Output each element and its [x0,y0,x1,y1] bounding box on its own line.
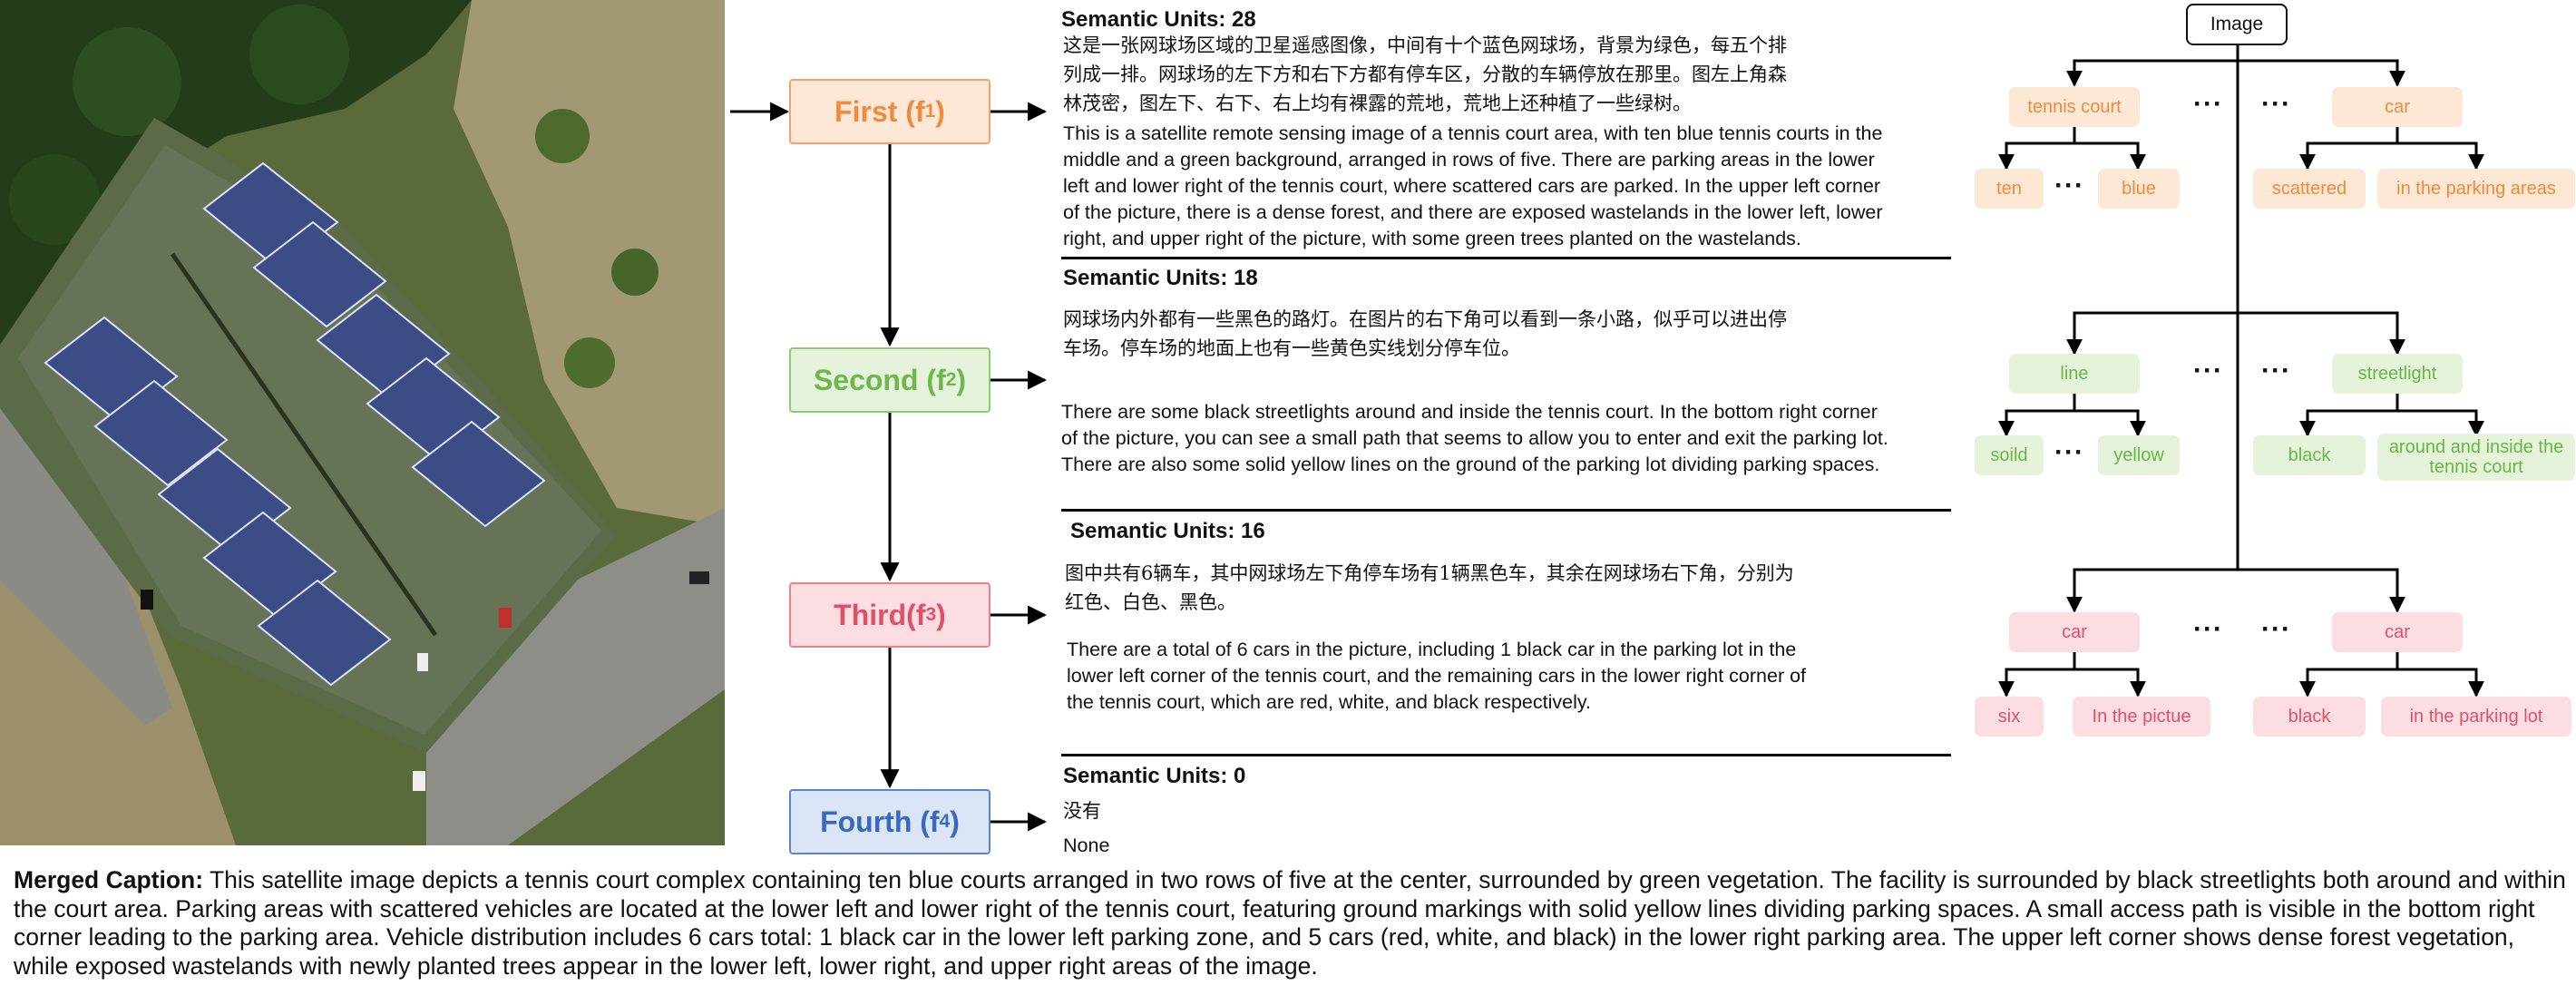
tree-leaf-red-rr: in the parking lot [2381,697,2571,737]
tree-node-red-right: car [2332,612,2463,652]
tennis-court-aerial-illustration [0,0,725,845]
caption-en-2-line: of the picture, you can see a small path… [1061,427,1888,449]
tree-leaf-orange-ll: ten [1975,169,2044,209]
ellipsis: ··· [2054,171,2084,200]
caption-zh-1: 这是一张网球场区域的卫星遥感图像，中间有十个蓝色网球场，背景为绿色，每五个排 列… [1063,31,1787,118]
stage-third-close: ) [936,598,946,631]
caption-en-1-line: left and lower right of the tennis court… [1063,175,1881,197]
caption-zh-3-line: 图中共有6辆车，其中网球场左下角停车场有1辆黑色车，其余在网球场右下角，分别为 [1065,562,1794,584]
tree-leaf-red-rl: black [2253,697,2366,737]
stage-second-label: Second (f [813,363,946,396]
block-divider [1061,509,1951,512]
tree-leaf-green-lr: yellow [2098,435,2180,475]
block-divider [1061,754,1951,756]
merged-caption-label: Merged Caption: [14,866,204,893]
caption-en-3-line: There are a total of 6 cars in the pictu… [1067,639,1797,660]
caption-en-2-line: There are also some solid yellow lines o… [1061,454,1880,475]
caption-en-4: None [1063,834,1110,856]
caption-en-1: This is a satellite remote sensing image… [1063,121,1883,252]
tree-node-orange-left: tennis court [2009,87,2140,127]
tree-root-node: Image [2186,4,2288,45]
tree-leaf-orange-rl: scattered [2253,169,2366,209]
semantic-units-header-1: Semantic Units: 28 [1061,7,1256,32]
semantic-units-header-3: Semantic Units: 16 [1070,519,1265,543]
stage-fourth-sup: 4 [939,811,951,832]
stage-first-sup: 1 [924,101,936,122]
caption-en-2-line: There are some black streetlights around… [1061,401,1878,423]
caption-zh-2-line: 车场。停车场的地面上也有一些黄色实线划分停车位。 [1063,337,1520,359]
tree-node-orange-right: car [2332,87,2463,127]
ellipsis: ··· [2261,356,2291,385]
caption-en-1-line: This is a satellite remote sensing image… [1063,122,1883,144]
ellipsis: ··· [2193,89,2223,119]
caption-en-3-line: lower left corner of the tennis court, a… [1067,665,1807,687]
stage-fourth-label: Fourth (f [820,805,940,838]
ellipsis: ··· [2193,356,2223,385]
caption-zh-2: 网球场内外都有一些黑色的路灯。在图片的右下角可以看到一条小路，似乎可以进出停 车… [1063,305,1787,363]
caption-zh-1-line: 林茂密，图左下、右下、右上均有裸露的荒地，荒地上还种植了一些绿树。 [1063,93,1692,114]
tree-node-green-left: line [2009,354,2140,394]
semantic-units-header-2: Semantic Units: 18 [1063,266,1258,290]
caption-zh-1-line: 这是一张网球场区域的卫星遥感图像，中间有十个蓝色网球场，背景为绿色，每五个排 [1063,34,1787,56]
caption-zh-4: 没有 [1063,800,1101,822]
stage-third-label: Third(f [834,598,926,631]
merged-caption-text: This satellite image depicts a tennis co… [14,866,2566,980]
satellite-image [0,0,725,845]
caption-en-1-line: right, and upper right of the picture, w… [1063,228,1801,249]
caption-zh-1-line: 列成一排。网球场的左下方和右下方都有停车区，分散的车辆停放在那里。图左上角森 [1063,63,1787,85]
stage-second-sup: 2 [945,369,957,390]
caption-en-3: There are a total of 6 cars in the pictu… [1067,637,1806,716]
block-divider [1061,257,1951,259]
caption-zh-3-line: 红色、白色、黑色。 [1065,591,1236,613]
stage-first-label: First (f [834,94,925,128]
tree-node-red-left: car [2009,612,2140,652]
tree-leaf-orange-rr: in the parking areas [2377,169,2575,209]
stage-first-close: ) [935,94,945,128]
ellipsis: ··· [2054,437,2084,467]
tree-leaf-red-ll: six [1975,697,2044,737]
ellipsis: ··· [2193,614,2223,644]
ellipsis: ··· [2261,614,2291,644]
tree-leaf-green-rl: black [2253,435,2366,475]
caption-en-1-line: of the picture, there is a dense forest,… [1063,201,1883,223]
caption-zh-2-line: 网球场内外都有一些黑色的路灯。在图片的右下角可以看到一条小路，似乎可以进出停 [1063,308,1787,330]
ellipsis: ··· [2261,89,2291,119]
tree-leaf-green-ll: soild [1975,435,2044,475]
stage-second-close: ) [956,363,967,396]
tree-leaf-green-rr: around and inside the tennis court [2377,434,2575,481]
tree-leaf-red-lr: In the pictue [2073,697,2210,737]
merged-caption: Merged Caption: This satellite image dep… [14,866,2567,981]
semantic-units-header-4: Semantic Units: 0 [1063,764,1246,788]
tree-node-green-right: streetlight [2332,354,2463,394]
caption-en-2: There are some black streetlights around… [1061,399,1888,478]
stage-third-sup: 3 [925,604,937,625]
stage-fourth-close: ) [950,805,960,838]
caption-en-3-line: the tennis court, which are red, white, … [1067,691,1592,713]
caption-en-1-line: middle and a green background, arranged … [1063,149,1875,171]
tree-leaf-orange-lr: blue [2098,169,2180,209]
caption-zh-3: 图中共有6辆车，其中网球场左下角停车场有1辆黑色车，其余在网球场右下角，分别为 … [1065,559,1794,617]
